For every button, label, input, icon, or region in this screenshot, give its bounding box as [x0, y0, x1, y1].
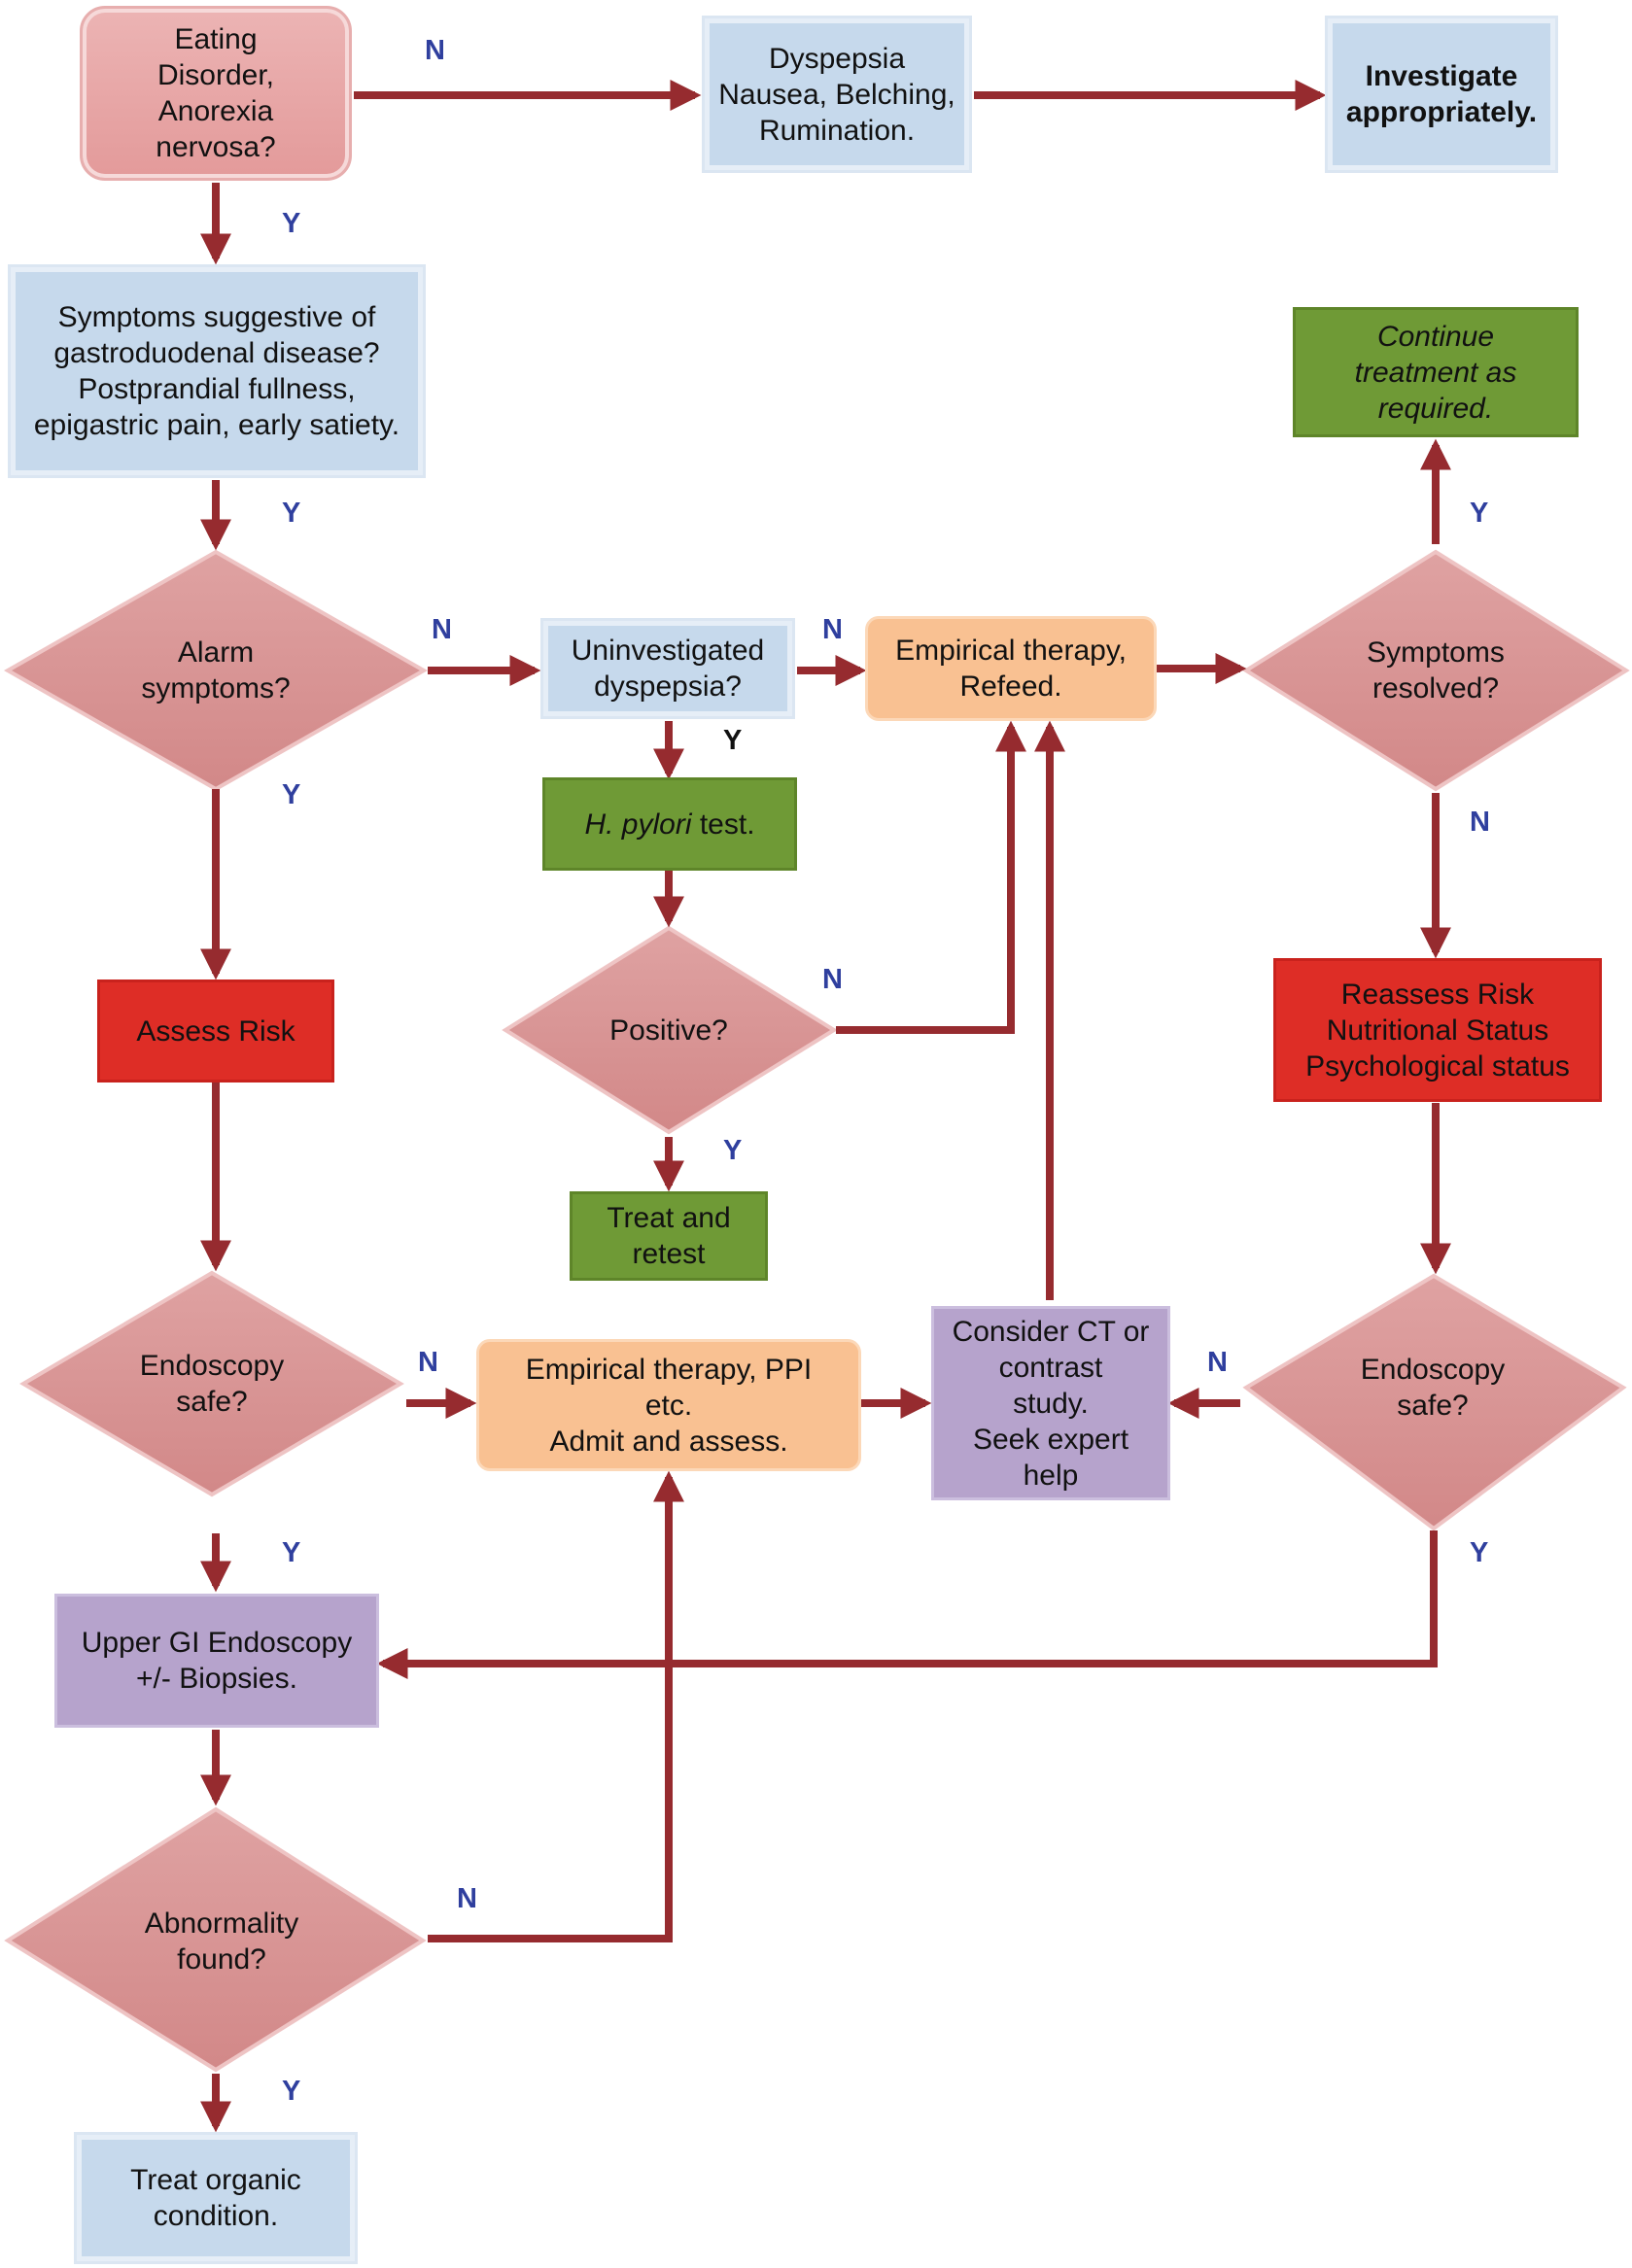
abnormality-found-diamond	[4, 1806, 427, 2073]
edge-label-uninvestigated-no: N	[822, 614, 843, 645]
endoscopy-safe-left-label: Endoscopy safe?	[139, 1350, 285, 1418]
hpylori-organism-label: H. pylori	[584, 808, 692, 841]
treat-organic-box: Treat organic condition.	[74, 2132, 358, 2264]
edge-label-positive-no: N	[822, 964, 843, 995]
consider-ct-box: Consider CT or contrast study. Seek expe…	[931, 1306, 1170, 1500]
eating-disorder-box: Eating Disorder, Anorexia nervosa?	[80, 6, 352, 181]
treat-retest-box: Treat and retest	[570, 1191, 768, 1281]
investigate-box: Investigate appropriately.	[1325, 16, 1558, 173]
endoscopy-safe-right-label: Endoscopy safe?	[1360, 1354, 1506, 1422]
edge-label-abnormality-no: N	[457, 1883, 477, 1914]
edge-label-positive-yes: Y	[723, 1135, 743, 1166]
edge-label-resolved-yes: Y	[1470, 498, 1489, 529]
positive-diamond	[502, 925, 838, 1135]
empirical-ppi-box: Empirical therapy, PPI etc. Admit and as…	[476, 1339, 861, 1471]
edge-label-endoscopy-right-no: N	[1207, 1347, 1228, 1378]
edge-label-endoscopy-left-no: N	[418, 1347, 438, 1378]
hpylori-test-label: test.	[691, 808, 755, 841]
arrow-abnormality-to-ppi	[428, 1470, 684, 1942]
edge-label-abnormality-yes: Y	[282, 2076, 301, 2107]
alarm-symptoms-label: Alarm symptoms?	[141, 636, 291, 704]
symptoms-resolved-label: Symptoms resolved?	[1367, 636, 1505, 704]
hpylori-test-box: H. pylori test.	[542, 777, 797, 871]
empirical-refeed-box: Empirical therapy, Refeed.	[865, 616, 1157, 721]
upper-gi-box: Upper GI Endoscopy +/- Biopsies.	[54, 1594, 379, 1728]
symptoms-resolved-diamond	[1242, 549, 1630, 792]
positive-label: Positive?	[609, 1014, 728, 1047]
edge-label-resolved-no: N	[1470, 807, 1490, 838]
uninvestigated-box: Uninvestigated dyspepsia?	[540, 618, 795, 719]
edge-label-uninvestigated-yes: Y	[723, 725, 743, 756]
reassess-box: Reassess Risk Nutritional Status Psychol…	[1273, 958, 1602, 1102]
edge-label-symptoms-yes: Y	[282, 498, 301, 529]
edge-label-alarm-yes: Y	[282, 779, 301, 810]
edge-label-endoscopy-left-yes: Y	[282, 1537, 301, 1568]
symptoms-gastro-box: Symptoms suggestive of gastroduodenal di…	[8, 264, 426, 478]
edge-label-alarm-no: N	[432, 614, 452, 645]
continue-treatment-box: Continue treatment as required.	[1293, 307, 1579, 437]
endoscopy-safe-left-diamond	[19, 1270, 404, 1497]
edge-label-endoscopy-right-yes: Y	[1470, 1537, 1489, 1568]
edge-label-ed-no: N	[425, 35, 445, 66]
endoscopy-safe-right-diamond	[1242, 1273, 1627, 1531]
dyspepsia-nausea-box: Dyspepsia Nausea, Belching, Rumination.	[702, 16, 972, 173]
assess-risk-box: Assess Risk	[97, 979, 334, 1082]
arrow-endoscopy-right-to-upper-gi	[376, 1530, 1438, 1679]
abnormality-found-label: Abnormality found?	[144, 1907, 299, 1976]
arrow-positive-to-empirical	[836, 720, 1026, 1034]
edge-label-ed-yes: Y	[282, 208, 301, 239]
